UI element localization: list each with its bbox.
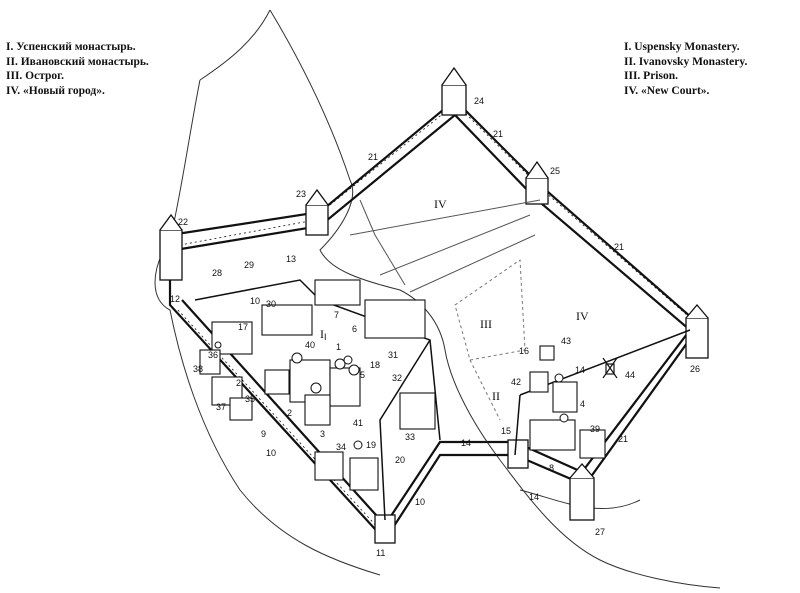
number-label: 33 (405, 432, 415, 442)
number-label: 23 (296, 189, 306, 199)
number-label: 9 (261, 429, 266, 439)
number-label: 14 (575, 365, 585, 375)
number-label: 7 (334, 310, 339, 320)
number-label: 25 (550, 166, 560, 176)
number-label: 13 (286, 254, 296, 264)
buildings (199, 279, 606, 491)
number-label: 20 (395, 455, 405, 465)
number-label: 11 (376, 548, 385, 558)
number-label: 39 (590, 424, 600, 434)
legend-ru-item-2: II. Ивановский монастырь. (6, 55, 149, 68)
number-label: 29 (244, 260, 254, 270)
legend-en-item-1: I. Uspensky Monastery. (624, 41, 740, 53)
legend-ru-item-3: III. Острог. (6, 70, 64, 83)
roads (349, 199, 541, 293)
number-label: 26 (690, 364, 700, 374)
number-label: 4 (580, 399, 585, 409)
number-label: 31 (388, 350, 398, 360)
windmill (602, 357, 618, 379)
number-label: 21 (618, 434, 628, 444)
towers (159, 66, 709, 544)
number-label: 30 (266, 299, 276, 309)
zone-label: III (480, 317, 492, 331)
tower-23 (305, 188, 329, 236)
number-label: 35 (245, 394, 255, 404)
number-label: 14 (461, 438, 471, 448)
number-label: 41 (353, 418, 363, 428)
number-label: 3 (320, 429, 325, 439)
number-label: 24 (474, 96, 484, 106)
number-label: 42 (511, 377, 521, 387)
number-label: 28 (212, 268, 222, 278)
legend-en-item-2: II. Ivanovsky Monastery. (624, 55, 748, 68)
zone-label: IV (576, 309, 589, 323)
number-label: 10 (266, 448, 276, 458)
tower-24 (441, 66, 467, 116)
number-label: 18 (370, 360, 380, 370)
numeric-labels: 24 21 25 21 23 22 21 13 29 28 12 10 30 1… (170, 96, 700, 558)
tower-26 (685, 303, 709, 359)
number-label: 8 (549, 463, 554, 473)
number-label: 21 (614, 242, 624, 252)
number-label: 5 (360, 370, 365, 380)
number-label: 34 (336, 442, 346, 452)
legend-ru-item-4: IV. «Новый город». (6, 84, 105, 97)
number-label: 6 (352, 324, 357, 334)
number-label: 1 (336, 342, 341, 352)
legend-ru-item-1: I. Успенский монастырь. (6, 41, 136, 53)
tower-22 (159, 213, 183, 281)
zone-label: II (492, 389, 500, 403)
number-label: 16 (519, 346, 529, 356)
prison-palisade (454, 259, 526, 421)
number-label: 10 (250, 296, 260, 306)
number-label: 38 (193, 364, 203, 374)
number-label: 36 (208, 350, 218, 360)
zone-labels: IV I III IV II (320, 197, 589, 403)
zone-label: I (320, 327, 324, 341)
number-label: 22 (178, 217, 188, 227)
legend-en-item-3: III. Prison. (624, 70, 678, 83)
tower-27 (569, 463, 595, 521)
tower-15 (507, 439, 529, 469)
number-label: 32 (392, 373, 402, 383)
tower-25 (525, 160, 549, 205)
number-label: 44 (625, 370, 635, 380)
number-label: 19 (366, 440, 376, 450)
church-domes (214, 341, 569, 450)
number-label: 43 (561, 336, 571, 346)
number-label: I (324, 332, 327, 342)
legend-english: I. Uspensky Monastery. II. Ivanovsky Mon… (624, 40, 747, 98)
number-label: 21 (493, 129, 503, 139)
number-label: 15 (501, 426, 511, 436)
river-banks (154, 9, 721, 589)
zone-label: IV (434, 197, 447, 211)
legend-russian: I. Успенский монастырь. II. Ивановский м… (6, 40, 149, 98)
fortress-wall (168, 98, 702, 542)
number-label: 2 (236, 378, 241, 388)
number-label: 17 (238, 322, 248, 332)
number-label: 14 (529, 492, 539, 502)
number-label: 27 (595, 527, 605, 537)
number-label: 40 (305, 340, 315, 350)
legend-en-item-4: IV. «New Court». (624, 84, 710, 97)
number-label: 21 (368, 152, 378, 162)
number-label: 2 (287, 408, 292, 418)
wall-crenellation (177, 107, 696, 531)
number-label: 12 (170, 294, 180, 304)
number-label: 37 (216, 402, 226, 412)
number-label: 10 (415, 497, 425, 507)
